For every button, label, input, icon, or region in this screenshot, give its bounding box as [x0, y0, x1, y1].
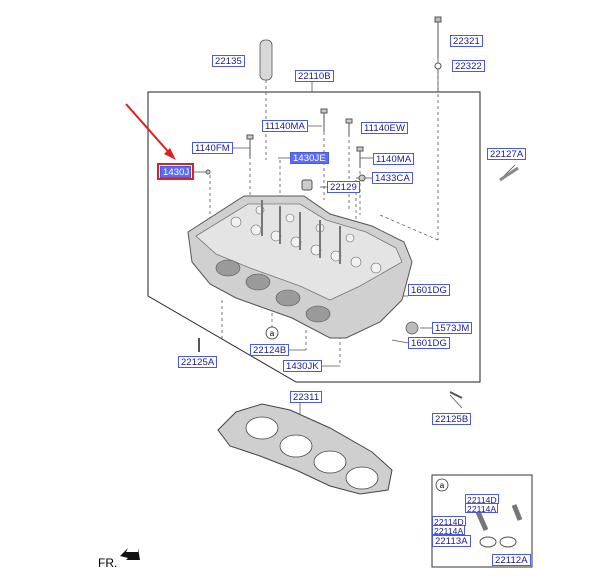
callout-22113A[interactable]: 22113A	[432, 535, 471, 547]
callout-1573JM[interactable]: 1573JM	[432, 322, 473, 334]
callout-1601DG-bottom[interactable]: 1601DG	[408, 337, 450, 349]
assembly-frame	[147, 91, 481, 383]
callout-1140MA[interactable]: 1140MA	[373, 153, 415, 165]
callout-22135[interactable]: 22135	[212, 55, 245, 67]
dowel-pins-22125	[198, 338, 463, 399]
callout-22114A-top[interactable]: 22114A	[465, 503, 499, 514]
callout-22311[interactable]: 22311	[290, 391, 323, 403]
callout-22125B[interactable]: 22125B	[432, 413, 472, 425]
callout-1430JK[interactable]: 1430JK	[283, 360, 322, 372]
callout-22321[interactable]: 22321	[450, 35, 483, 47]
callout-1601DG-top[interactable]: 1601DG	[408, 284, 450, 296]
callout-22124B[interactable]: 22124B	[250, 344, 290, 356]
detail-marker-a: a	[265, 326, 279, 340]
callout-1430JE-highlighted[interactable]: 1430JE	[160, 166, 191, 178]
callout-22110B[interactable]: 22110B	[295, 70, 334, 82]
callout-11140EW[interactable]: 11140EW	[361, 122, 409, 134]
callout-1430JE[interactable]: 1430JE	[290, 152, 329, 164]
callout-22129[interactable]: 22129	[327, 181, 360, 193]
front-arrow-icon	[120, 548, 140, 560]
head-gasket	[217, 403, 393, 495]
callout-1433CA[interactable]: 1433CA	[372, 172, 413, 184]
callout-22112A[interactable]: 22112A	[492, 554, 531, 566]
callout-22127A[interactable]: 22127A	[487, 148, 527, 160]
svg-text:a: a	[440, 481, 445, 490]
cylinder-head	[187, 195, 419, 339]
callout-22322[interactable]: 22322	[452, 60, 485, 72]
callout-1140FM[interactable]: 1140FM	[192, 142, 233, 154]
dowel-pin-22135	[259, 39, 273, 81]
bolt-22321	[434, 16, 442, 70]
front-direction-label: FR.	[98, 556, 118, 570]
highlight-box	[157, 163, 194, 180]
head-bolts	[205, 108, 519, 191]
callout-11140MA[interactable]: 11140MA	[262, 120, 308, 132]
indicator-arrow	[125, 103, 176, 160]
callout-22125A[interactable]: 22125A	[178, 356, 218, 368]
svg-text:a: a	[270, 329, 275, 338]
callout-22114A-bottom[interactable]: 22114A	[432, 525, 466, 536]
